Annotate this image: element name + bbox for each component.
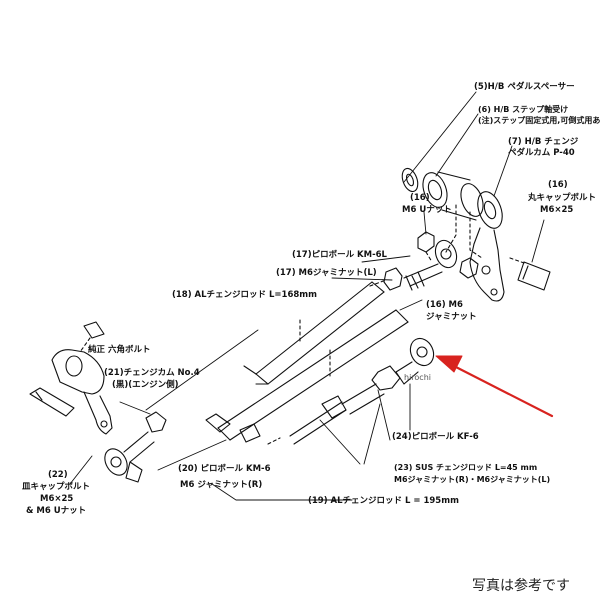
leader-lines: [69, 91, 545, 501]
label-p20a: (20) ピロボール KM-6: [178, 464, 271, 474]
label-p19: (19) ALチェンジロッド L = 195mm: [308, 496, 459, 506]
label-p7b: ペダルカム P-40: [508, 148, 575, 158]
flat-cap-bolt: [29, 387, 75, 417]
jam-nut-l: [383, 267, 403, 291]
change-cam-no4: [51, 321, 113, 435]
label-p20b: M6 ジャミナット(R): [180, 480, 263, 490]
label-p16b-text1: 丸キャップボルト: [528, 193, 597, 203]
label-p16b-num: (16): [548, 180, 568, 190]
label-p16a-text: M6 Uナット: [402, 205, 452, 215]
pivot-ball-kf6: [341, 337, 435, 415]
al-change-rod-195: [205, 309, 409, 441]
sus-change-rod: [239, 395, 347, 445]
label-p22-text3: & M6 Uナット: [26, 506, 87, 516]
change-pedal-cam: [477, 191, 503, 229]
watermark: hirochi: [404, 373, 431, 382]
label-p7a: (7) H/B チェンジ: [508, 137, 579, 147]
label-p21a: (21)チェンジカム No.4: [104, 368, 200, 378]
lower-rod-end: [104, 411, 167, 483]
label-genuine-bolt: 純正 六角ボルト: [88, 345, 151, 355]
label-p22-num: (22): [48, 470, 68, 480]
label-p16c-text2: ジャミナット: [426, 312, 477, 322]
label-p5: (5)H/B ペダルスペーサー: [474, 82, 575, 92]
label-p6b: (注)ステップ固定式用,可倒式用あり: [478, 116, 600, 125]
label-p6a: (6) H/B ステップ軸受け: [478, 105, 569, 114]
label-p16a-num: (16): [410, 193, 430, 203]
label-p21b: (黒)(エンジン側): [112, 380, 179, 390]
al-change-rod-168: [243, 281, 385, 385]
step-bearing-flange: [422, 172, 448, 208]
u-nut: [417, 231, 435, 253]
pivot-ball-km6l: [434, 239, 458, 269]
pedal-spacer: [401, 167, 419, 193]
label-p17a: (17)ピロボール KM-6L: [292, 250, 387, 260]
upper-rod-end: [369, 231, 479, 291]
label-p18: (18) ALチェンジロッド L=168mm: [172, 290, 318, 300]
label-p16b-text2: M6×25: [540, 205, 574, 215]
label-p23b: M6ジャミナット(R)・M6ジャミナット(L): [394, 475, 551, 484]
pedal-cam-assembly: [401, 167, 505, 302]
label-p23a: (23) SUS チェンジロッド L=45 mm: [394, 463, 538, 472]
label-p22-text2: M6×25: [40, 494, 74, 504]
label-p17b: (17) M6ジャミナット(L): [276, 268, 377, 278]
label-p16c-text1: (16) M6: [426, 300, 463, 310]
footer-note: 写真は参考です: [472, 578, 570, 594]
label-p22-text1: 皿キャップボルト: [22, 482, 91, 492]
pointer-arrow: [435, 355, 554, 418]
label-p24: (24)ピロボール KF-6: [392, 432, 479, 442]
cap-bolt-right: [509, 257, 551, 291]
hex-bolt: [83, 321, 105, 339]
